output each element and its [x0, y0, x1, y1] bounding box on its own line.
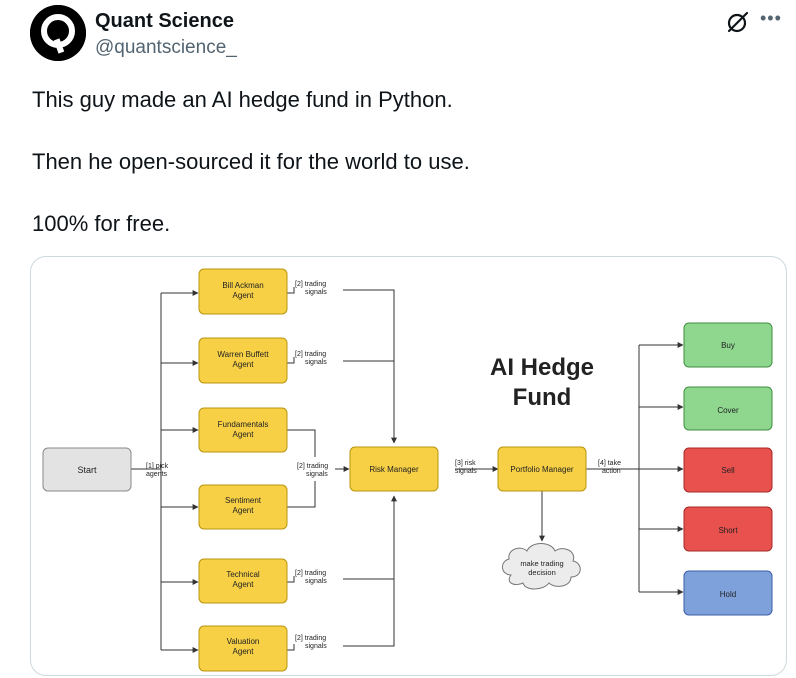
media-image[interactable]: Start [1] pick agents Bill Ackman Agent …	[30, 256, 787, 676]
risk-manager-node: Risk Manager	[349, 446, 439, 492]
tweet-text-line-2: Then he open-sourced it for the world to…	[32, 149, 470, 174]
signal-label: signals	[305, 643, 327, 650]
signal-label: signals	[305, 289, 327, 296]
start-node: Start	[42, 447, 132, 492]
action-cover: Cover	[683, 386, 773, 431]
agent-fundamentals: Fundamentals Agent	[198, 407, 288, 453]
decision-cloud: make trading decision	[502, 543, 581, 590]
risk-signals-label-2: signals	[455, 468, 477, 475]
tweet-text-line-1: This guy made an AI hedge fund in Python…	[32, 87, 453, 112]
action-label: Short	[718, 526, 738, 535]
agent-valuation: Valuation Agent	[198, 625, 288, 672]
action-hold: Hold	[683, 570, 773, 616]
agent-label: Bill Ackman	[222, 281, 263, 290]
avatar[interactable]	[30, 5, 86, 61]
agent-warren-buffett: Warren Buffett Agent	[198, 337, 288, 384]
action-label: Buy	[721, 341, 735, 350]
agent-label: Agent	[233, 506, 255, 515]
more-icon[interactable]: •••	[760, 8, 782, 28]
account-handle[interactable]: @quantscience_	[95, 37, 237, 58]
take-action-label-2: action	[602, 468, 621, 475]
action-sell: Sell	[683, 447, 773, 493]
decision-label: decision	[528, 568, 556, 577]
portfolio-manager-label: Portfolio Manager	[510, 465, 573, 474]
portfolio-manager-node: Portfolio Manager	[497, 446, 587, 492]
trading-signal-labels: [2] trading signals [2] trading signals …	[295, 281, 328, 650]
diagram-title-line-2: Fund	[513, 384, 572, 411]
decision-label: make trading	[520, 559, 563, 568]
take-action-label-1: [4] take	[598, 460, 621, 467]
agent-label: Agent	[233, 360, 255, 369]
pick-agents-label-2: agents	[146, 471, 168, 478]
agent-bill-ackman: Bill Ackman Agent	[198, 268, 288, 315]
signal-label: signals	[305, 359, 327, 366]
agent-label: Agent	[233, 580, 255, 589]
signal-label: [2] trading	[297, 463, 328, 470]
action-short: Short	[683, 506, 773, 552]
agent-label: Warren Buffett	[217, 350, 269, 359]
pick-agents-label-1: [1] pick	[146, 463, 169, 470]
connector-lines	[131, 287, 684, 653]
agent-label: Fundamentals	[218, 420, 269, 429]
signal-label: signals	[305, 578, 327, 585]
agent-label: Agent	[233, 430, 255, 439]
grok-icon[interactable]	[726, 10, 750, 34]
hedge-fund-diagram: Start [1] pick agents Bill Ackman Agent …	[42, 268, 773, 672]
tweet-text-line-3: 100% for free.	[32, 211, 171, 236]
action-label: Sell	[721, 466, 735, 475]
signal-label: signals	[306, 471, 328, 478]
agent-label: Valuation	[227, 637, 260, 646]
agent-sentiment: Sentiment Agent	[198, 484, 288, 530]
signal-label: [2] trading	[295, 281, 326, 288]
start-label: Start	[77, 465, 97, 475]
agent-label: Technical	[226, 570, 260, 579]
action-buy: Buy	[683, 322, 773, 368]
diagram-title-line-1: AI Hedge	[490, 354, 594, 381]
agent-technical: Technical Agent	[198, 558, 288, 604]
q-logo-icon	[30, 5, 86, 61]
risk-signals-label-1: [3] risk	[455, 460, 476, 467]
agent-label: Agent	[233, 647, 255, 656]
risk-manager-label: Risk Manager	[369, 465, 419, 474]
agent-label: Sentiment	[225, 496, 262, 505]
action-label: Cover	[717, 406, 739, 415]
signal-label: [2] trading	[295, 635, 326, 642]
account-name[interactable]: Quant Science	[95, 10, 234, 32]
agent-label: Agent	[233, 291, 255, 300]
signal-label: [2] trading	[295, 570, 326, 577]
signal-label: [2] trading	[295, 351, 326, 358]
action-label: Hold	[720, 590, 736, 599]
